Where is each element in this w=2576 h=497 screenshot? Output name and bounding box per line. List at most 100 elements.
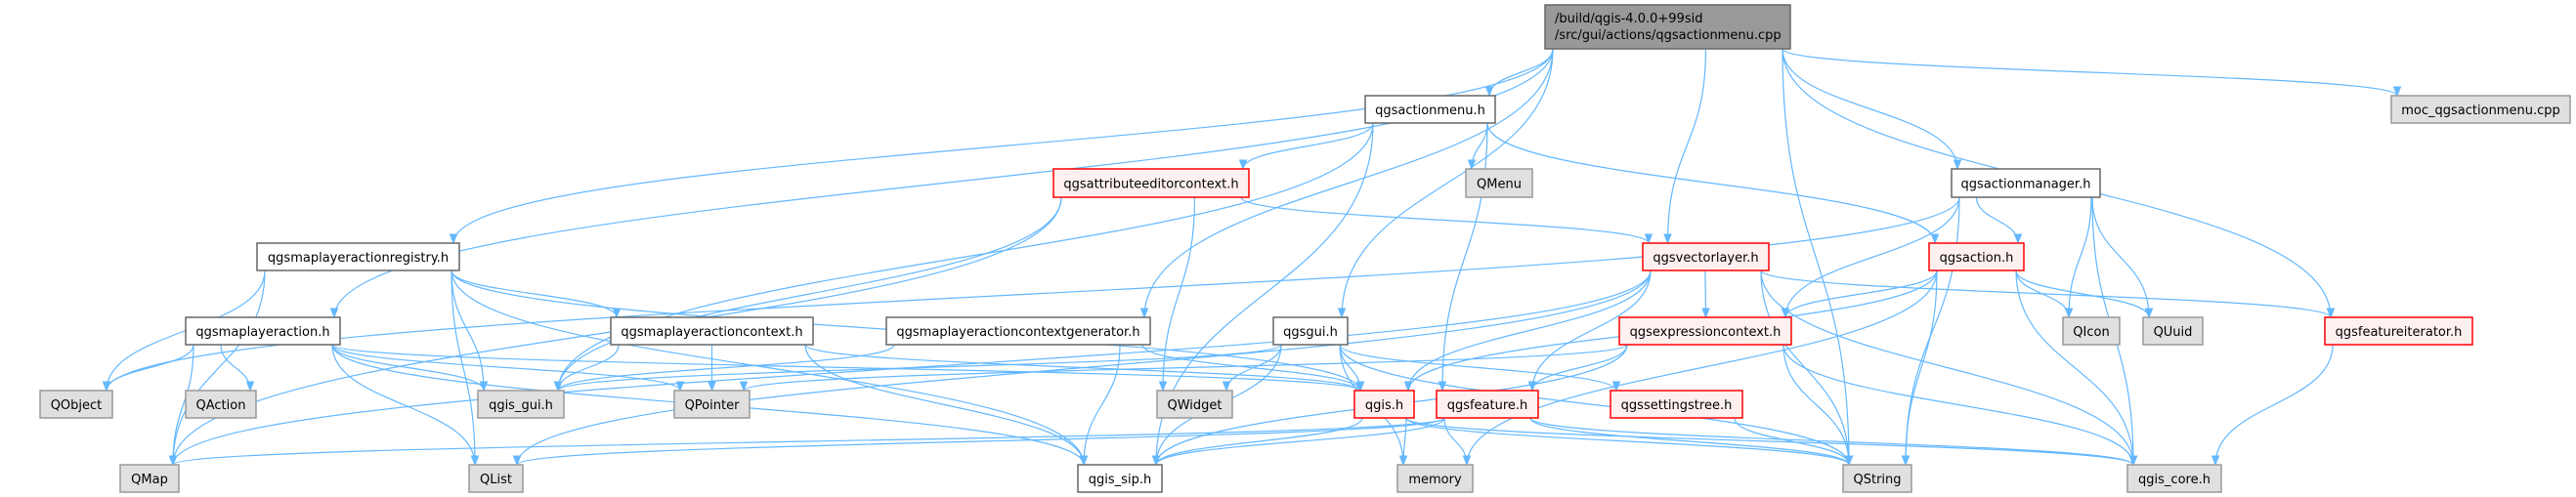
- edge-qgsaction-to-exprctx: [1781, 269, 1938, 319]
- node-box: [1364, 95, 1496, 124]
- node-moc[interactable]: moc_qgsactionmenu.cpp: [2390, 95, 2571, 124]
- edge-registry-to-qgis_sip: [451, 269, 1089, 467]
- node-qgis_gui[interactable]: qgis_gui.h: [477, 390, 565, 419]
- node-qgsaction[interactable]: qgsaction.h: [1928, 242, 2025, 271]
- node-settingstree[interactable]: qgssettingstree.h: [1610, 390, 1743, 419]
- edge-vectorlayer-to-exprctx: [1701, 269, 1710, 319]
- edge-root-to-moc: [1782, 48, 2402, 98]
- node-QUuid[interactable]: QUuid: [2142, 316, 2204, 346]
- node-QObject[interactable]: QObject: [39, 390, 113, 419]
- node-memory[interactable]: memory: [1396, 464, 1474, 493]
- edge-qgis-to-qgis_core: [1405, 417, 2138, 467]
- node-label: qgis_sip.h: [1089, 473, 1151, 487]
- node-box: [2142, 316, 2204, 346]
- node-QWidget[interactable]: QWidget: [1156, 390, 1233, 419]
- node-box: [1928, 242, 2025, 271]
- node-label: QString: [1853, 473, 1901, 487]
- edge-maplayeraction-to-qgis: [331, 344, 1364, 393]
- edge-maplayeraction-to-QAction: [220, 344, 255, 393]
- node-featiter[interactable]: qgsfeatureiterator.h: [2324, 316, 2473, 346]
- edge-vectorlayer-to-QMap: [168, 269, 1652, 467]
- node-qgis_sip[interactable]: qgis_sip.h: [1077, 464, 1163, 493]
- node-label: qgsfeatureiterator.h: [2336, 325, 2463, 340]
- edge-root-to-generator: [1139, 48, 1554, 319]
- edge-qgsgui-to-settingstree: [1339, 344, 1621, 393]
- edge-qgsaction-to-QIcon: [2015, 269, 2074, 319]
- node-qgis_core[interactable]: qgis_core.h: [2126, 464, 2222, 493]
- node-label: qgsmaplayeraction.h: [195, 325, 329, 340]
- node-maplayeraction[interactable]: qgsmaplayeraction.h: [185, 316, 341, 346]
- edge-qgsgui-to-qgis: [1339, 344, 1365, 393]
- node-attrctx[interactable]: qgsattributeeditorcontext.h: [1052, 168, 1250, 198]
- edge-exprctx-to-QString: [1782, 344, 1854, 467]
- node-label: qgsaction.h: [1940, 251, 2014, 266]
- edge-qgsaction-to-qgis_core: [2015, 269, 2138, 467]
- node-label: qgsmaplayeractioncontext.h: [621, 325, 802, 340]
- node-label: QIcon: [2073, 325, 2109, 340]
- node-QPointer[interactable]: QPointer: [673, 390, 751, 419]
- edge-qgsgui-to-QWidget: [1222, 344, 1282, 393]
- node-box: [1396, 464, 1474, 493]
- node-box: [468, 464, 524, 493]
- node-box: [673, 390, 751, 419]
- edge-registry-to-qgis_gui: [451, 269, 489, 393]
- edge-maplayeraction-to-QObject: [102, 344, 194, 393]
- node-label: qgsfeature.h: [1447, 398, 1528, 413]
- node-qgis[interactable]: qgis.h: [1353, 390, 1415, 419]
- node-generator[interactable]: qgsmaplayeractioncontextgenerator.h: [885, 316, 1151, 346]
- node-label: qgsmaplayeractionregistry.h: [268, 251, 449, 266]
- node-box: [39, 390, 113, 419]
- node-mlactx[interactable]: qgsmaplayeractioncontext.h: [610, 316, 814, 346]
- node-label: qgsexpressioncontext.h: [1630, 325, 1782, 340]
- node-box: [885, 316, 1151, 346]
- node-box: [1642, 242, 1770, 271]
- node-box: [2390, 95, 2571, 124]
- node-label: qgsactionmenu.h: [1375, 104, 1485, 118]
- node-label: qgssettingstree.h: [1621, 398, 1733, 413]
- node-vectorlayer[interactable]: qgsvectorlayer.h: [1642, 242, 1770, 271]
- edge-vectorlayer-to-qgis_core: [1760, 269, 2138, 467]
- node-label: moc_qgsactionmenu.cpp: [2401, 104, 2559, 118]
- node-QIcon[interactable]: QIcon: [2062, 316, 2121, 346]
- node-box: [1544, 4, 1791, 50]
- edge-generator-to-qgis_gui: [553, 344, 895, 393]
- node-box: [1610, 390, 1743, 419]
- edge-registry-to-QList: [451, 269, 480, 467]
- node-root[interactable]: /build/qgis-4.0.0+99sid/src/gui/actions/…: [1544, 4, 1791, 50]
- node-qgsactionmenu[interactable]: qgsactionmenu.h: [1364, 95, 1496, 124]
- node-label: qgsvectorlayer.h: [1653, 251, 1758, 266]
- node-label: QList: [480, 473, 512, 487]
- node-QAction[interactable]: QAction: [185, 390, 257, 419]
- node-feature[interactable]: qgsfeature.h: [1436, 390, 1539, 419]
- node-label: qgsattributeeditorcontext.h: [1063, 178, 1238, 192]
- edge-attrctx-to-QWidget: [1158, 196, 1196, 393]
- node-label: QWidget: [1167, 398, 1222, 413]
- node-registry[interactable]: qgsmaplayeractionregistry.h: [256, 242, 460, 271]
- edge-qgis-to-memory: [1398, 417, 1408, 467]
- node-box: [1436, 390, 1539, 419]
- edge-exprctx-to-feature: [1527, 344, 1628, 393]
- edge-root-to-actionmanager: [1782, 48, 1962, 171]
- node-box: [1842, 464, 1912, 493]
- nodes-layer: /build/qgis-4.0.0+99sid/src/gui/actions/…: [39, 4, 2571, 493]
- edge-featiter-to-qgis_core: [2211, 344, 2334, 467]
- node-box: [119, 464, 180, 493]
- edge-generator-to-qgis: [1141, 344, 1365, 393]
- node-QMenu[interactable]: QMenu: [1465, 168, 1533, 198]
- node-box: [1156, 390, 1233, 419]
- edge-actionmanager-to-QUuid: [2091, 196, 2154, 319]
- edges-layer: [102, 48, 2402, 467]
- node-box: [610, 316, 814, 346]
- node-qgsgui[interactable]: qgsgui.h: [1272, 316, 1349, 346]
- edge-vectorlayer-to-featiter: [1760, 269, 2336, 319]
- node-box: [185, 316, 341, 346]
- edge-actionmanager-to-exprctx: [1781, 196, 1960, 319]
- node-actionmanager[interactable]: qgsactionmanager.h: [1951, 168, 2101, 198]
- node-exprctx[interactable]: qgsexpressioncontext.h: [1618, 316, 1792, 346]
- node-QMap[interactable]: QMap: [119, 464, 180, 493]
- node-QString[interactable]: QString: [1842, 464, 1912, 493]
- node-label-line: /src/gui/actions/qgsactionmenu.cpp: [1555, 28, 1782, 43]
- edge-exprctx-to-QPointer: [740, 344, 1628, 393]
- node-QList[interactable]: QList: [468, 464, 524, 493]
